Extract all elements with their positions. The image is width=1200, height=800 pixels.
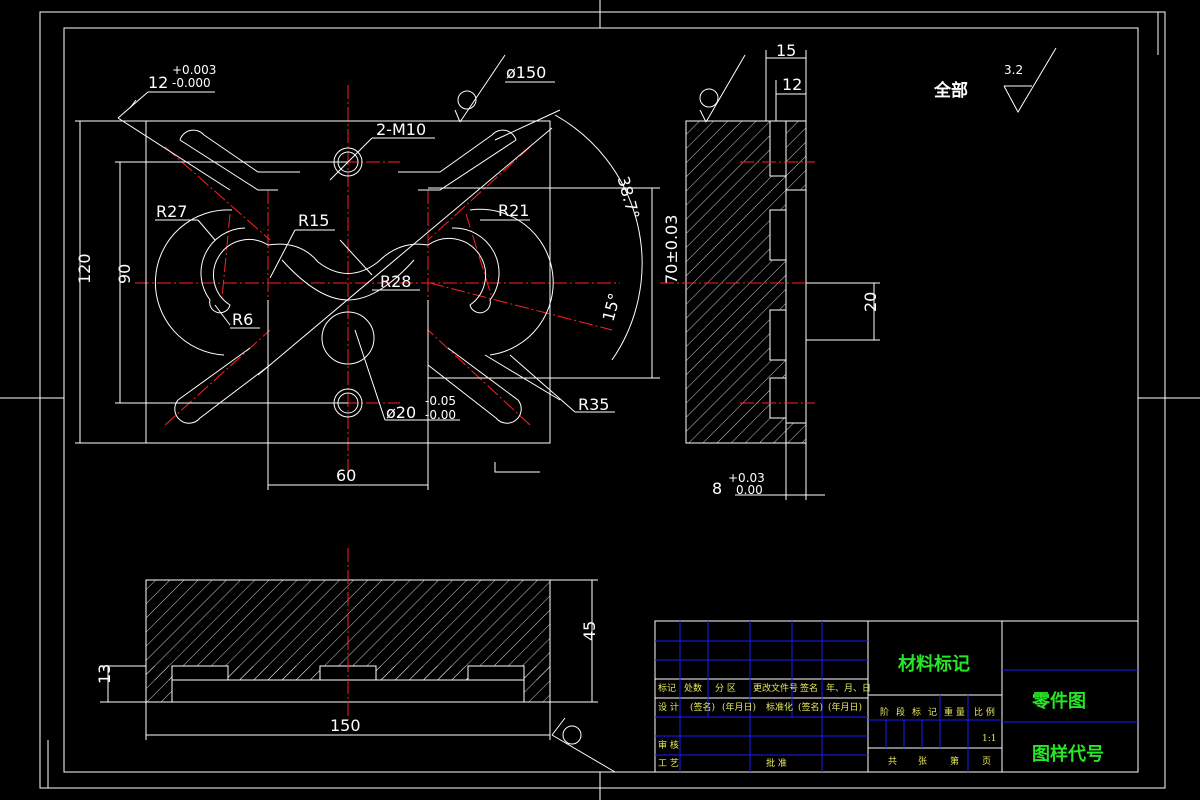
tb-standard: 标准化 xyxy=(766,701,793,713)
tb-page: 页 xyxy=(982,756,991,767)
hole-upper-tol: -0.05 xyxy=(425,394,456,408)
tb-review: 审 核 xyxy=(658,739,679,751)
height-70-dim: 70±0.03 xyxy=(662,215,681,284)
height-90-dim: 90 xyxy=(115,264,134,284)
tb-approve: 批 准 xyxy=(766,757,787,769)
tb-weight: 重 量 xyxy=(944,706,965,718)
height-13-dim: 13 xyxy=(95,664,114,684)
hole-20-dim: ø20 xyxy=(386,403,416,422)
tb-standard-date: (年月日) xyxy=(828,701,862,713)
slot-upper-tol: +0.003 xyxy=(172,63,216,77)
r27-dim: R27 xyxy=(156,202,187,221)
angle-38-dim: 38.7° xyxy=(614,174,644,221)
r28-dim: R28 xyxy=(380,272,411,291)
drawing-code: 图样代号 xyxy=(1032,743,1104,765)
depth-upper-tol: +0.03 xyxy=(728,471,765,485)
r15-dim: R15 xyxy=(298,211,329,230)
width-60-dim: 60 xyxy=(336,466,356,485)
slot-width-dim: 12 xyxy=(148,73,168,92)
part-drawing-title: 零件图 xyxy=(1031,690,1086,712)
tb-total: 共 xyxy=(888,756,897,767)
depth-8-dim: 8 xyxy=(712,479,722,498)
tb-zone: 分 区 xyxy=(715,683,736,694)
tb-design-date: (年月日) xyxy=(722,701,756,713)
side-view: 15 12 20 8 +0.03 0.00 xyxy=(660,41,880,500)
tb-date: 年、月、日 xyxy=(826,682,871,694)
tb-stage-4: 记 xyxy=(928,707,937,718)
tb-count: 处数 xyxy=(684,682,702,694)
height-120-dim: 120 xyxy=(75,253,94,284)
r6-dim: R6 xyxy=(232,310,253,329)
tb-stage-1: 阶 xyxy=(880,706,889,718)
scale-value: 1:1 xyxy=(982,734,996,744)
side-15-dim: 15 xyxy=(776,41,796,60)
tb-no: 第 xyxy=(950,755,959,767)
height-45-dim: 45 xyxy=(580,621,599,641)
r35-dim: R35 xyxy=(578,395,609,414)
tb-mark: 标记 xyxy=(658,682,676,694)
tb-sheet: 张 xyxy=(918,756,927,767)
bottom-view: 45 13 150 xyxy=(95,548,616,773)
roughness-label: 全部 xyxy=(933,80,968,101)
roughness-note: 全部 3.2 xyxy=(933,47,1057,114)
tb-design-sign: (签名) xyxy=(690,701,715,713)
depth-lower-tol: 0.00 xyxy=(736,483,763,497)
tb-sign: 签名 xyxy=(800,682,818,694)
tb-stage-2: 段 xyxy=(896,706,905,718)
angle-15-dim: 15° xyxy=(599,291,625,323)
roughness-value: 3.2 xyxy=(1004,63,1023,77)
material-mark: 材料标记 xyxy=(898,653,970,675)
tb-process: 工 艺 xyxy=(658,758,679,769)
slot-lower-tol: -0.000 xyxy=(172,76,211,90)
side-20-dim: 20 xyxy=(861,292,880,312)
side-12-dim: 12 xyxy=(782,75,802,94)
front-view: 12 +0.003 -0.000 ø150 2-M10 38.7° R27 R2… xyxy=(75,54,681,490)
diameter-150-dim: ø150 xyxy=(506,63,546,82)
tb-standard-sign: (签名) xyxy=(798,701,823,713)
tb-ratio: 比 例 xyxy=(974,706,995,718)
hole-lower-tol: -0.00 xyxy=(425,408,456,422)
r21-dim: R21 xyxy=(498,201,529,220)
tb-stage-3: 标 xyxy=(912,706,921,718)
tb-design: 设 计 xyxy=(658,701,679,713)
width-150-dim: 150 xyxy=(330,716,361,735)
tb-change-doc: 更改文件号 xyxy=(753,682,798,694)
thread-callout: 2-M10 xyxy=(376,120,426,139)
title-block: 材料标记 零件图 图样代号 1:1 标记 处数 分 区 更改文件号 签名 年、月… xyxy=(654,620,1139,773)
